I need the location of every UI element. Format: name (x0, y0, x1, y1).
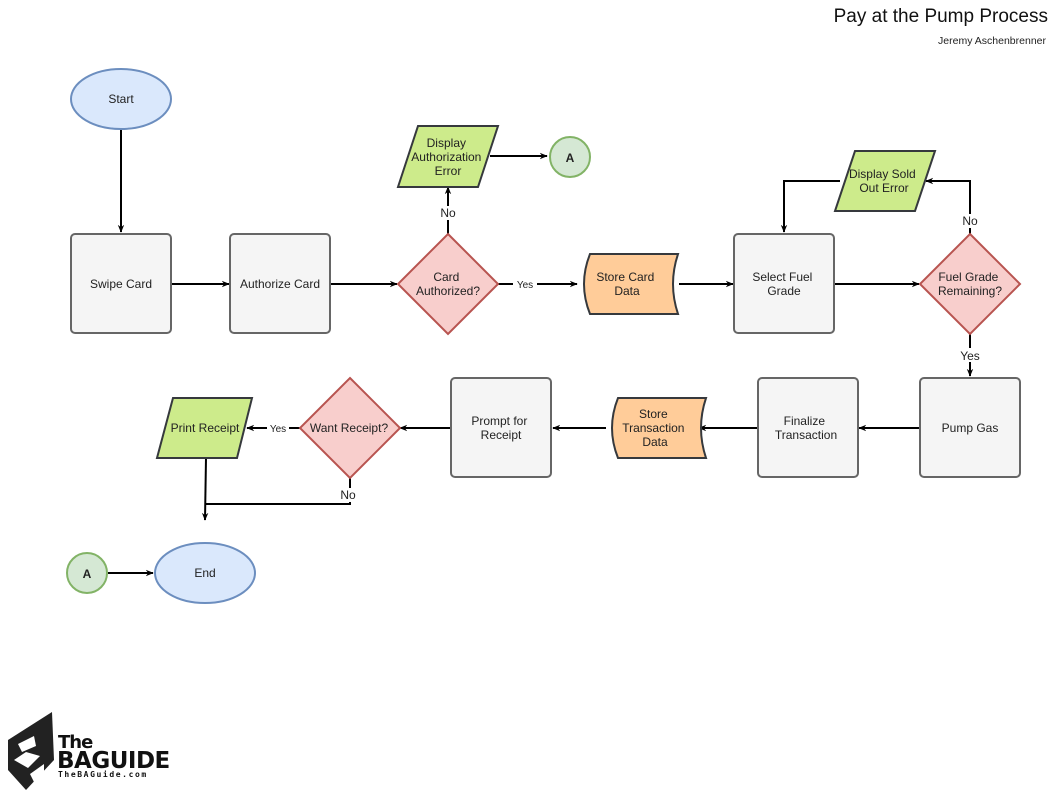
node-pump-gas: Pump Gas (919, 377, 1021, 478)
node-store-transaction-data-label: Store Transaction Data (622, 407, 688, 449)
node-select-fuel-grade-label: Select Fuel Grade (752, 270, 815, 298)
edge-label-auth-yes: Yes (517, 280, 533, 291)
edge-labels: No Yes No Yes Yes No (267, 206, 983, 502)
edge-label-auth-no: No (440, 206, 456, 220)
edge-receipt-no (205, 478, 351, 505)
edge-soldout-to-select (780, 180, 840, 233)
node-finalize-transaction-label: Finalize Transaction (775, 414, 837, 442)
node-connector-a-top: A (549, 136, 591, 178)
node-end: End (154, 542, 256, 604)
node-store-card-data-label: Store Card Data (596, 270, 657, 298)
node-prompt-for-receipt-label: Prompt for Receipt (471, 414, 530, 442)
diagram-title: Pay at the Pump Process (834, 6, 1048, 27)
edge-label-receipt-no: No (340, 488, 356, 502)
node-fuel-grade-remaining-decision: Fuel Grade Remaining? (918, 232, 1022, 336)
edges (108, 130, 974, 577)
node-connector-a-top-label: A (566, 151, 575, 165)
node-want-receipt-decision: Want Receipt? (298, 376, 402, 480)
edge-label-receipt-yes: Yes (270, 424, 286, 435)
node-end-label: End (194, 566, 215, 580)
node-display-authorization-error-label: Display Authorization Error (411, 136, 484, 178)
node-card-authorized-label: Card Authorized? (416, 270, 480, 298)
edge-label-fuel-yes: Yes (960, 349, 980, 363)
node-authorize-card-label: Authorize Card (240, 277, 320, 291)
node-prompt-for-receipt: Prompt for Receipt (450, 377, 552, 478)
node-display-authorization-error: Display Authorization Error (396, 125, 500, 188)
node-print-receipt: Print Receipt (155, 397, 254, 459)
node-start-label: Start (108, 92, 134, 106)
node-store-card-data: Store Card Data (583, 253, 680, 315)
node-card-authorized-decision: Card Authorized? (396, 232, 500, 336)
node-swipe-card-label: Swipe Card (90, 277, 152, 291)
node-store-transaction-data: Store Transaction Data (611, 397, 708, 459)
node-authorize-card: Authorize Card (229, 233, 331, 334)
node-fuel-grade-remaining-label: Fuel Grade Remaining? (938, 270, 1002, 298)
node-start: Start (70, 68, 172, 130)
node-display-sold-out-error: Display Sold Out Error (833, 150, 937, 212)
node-swipe-card: Swipe Card (70, 233, 172, 334)
node-connector-a-bottom: A (66, 552, 108, 594)
logo-name: BAGUIDE (57, 748, 170, 774)
node-select-fuel-grade: Select Fuel Grade (733, 233, 835, 334)
node-print-receipt-label: Print Receipt (171, 421, 240, 435)
node-finalize-transaction: Finalize Transaction (757, 377, 859, 478)
edge-print-to-end (201, 457, 209, 521)
logo-url: TheBAGuide.com (58, 769, 148, 779)
logo-mark-icon (8, 712, 54, 790)
diagram-author: Jeremy Aschenbrenner (938, 35, 1046, 47)
node-display-sold-out-error-label: Display Sold Out Error (849, 167, 919, 195)
node-pump-gas-label: Pump Gas (942, 421, 999, 435)
logo: The BAGUIDE TheBAGuide.com (8, 712, 170, 790)
node-connector-a-bottom-label: A (83, 567, 92, 581)
logo-the: The (58, 732, 93, 753)
node-want-receipt-label: Want Receipt? (310, 421, 389, 435)
edge-label-fuel-no: No (962, 214, 978, 228)
